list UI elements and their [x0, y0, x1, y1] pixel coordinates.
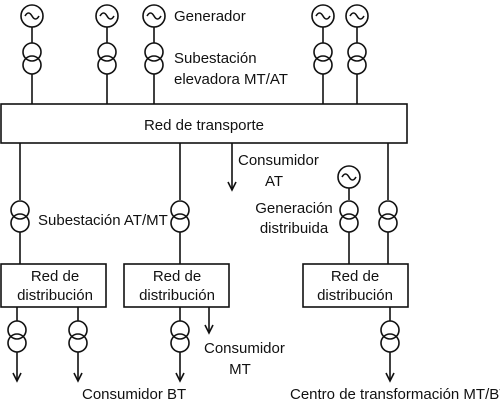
lv-consumer-label: Consumidor BT — [82, 386, 186, 403]
substation-transformer-3 — [339, 200, 359, 264]
transformer-icon — [144, 42, 164, 62]
generator-unit-1 — [20, 4, 44, 104]
sine-wave-icon — [146, 12, 162, 20]
arrow-down-icon — [227, 181, 237, 192]
substation-transformer-1 — [10, 200, 30, 264]
arrow-down-icon — [73, 372, 83, 383]
hv-consumer-label-2: AT — [265, 173, 283, 190]
mv-consumer-label-1: Consumidor — [204, 340, 285, 357]
distribution-network-label-1: Red de — [31, 268, 79, 285]
sine-wave-icon — [24, 12, 40, 20]
mv-consumer-label-2: MT — [229, 361, 251, 378]
transformer-icon — [313, 42, 333, 62]
transformer-icon — [10, 200, 30, 220]
distributed-generator — [337, 165, 361, 200]
transformation-center-label: Centro de transformación MT/BT — [290, 386, 500, 403]
transmission-network-box — [0, 103, 408, 144]
sine-wave-icon — [349, 12, 365, 20]
sine-wave-icon — [315, 12, 331, 20]
generator-unit-5 — [345, 4, 369, 104]
arrow-down-icon — [175, 372, 185, 383]
transformer-icon — [170, 320, 190, 340]
transformation-center-4 — [380, 307, 400, 383]
sine-wave-icon — [341, 173, 357, 181]
transformer-icon — [378, 200, 398, 220]
substation-hv-mv-label: Subestación AT/MT — [38, 212, 168, 229]
distribution-network-box-3 — [302, 263, 409, 308]
transformer-icon — [380, 320, 400, 340]
distributed-generation-label-1: Generación — [255, 200, 333, 217]
generator-unit-3 — [142, 4, 166, 104]
generator-unit-4 — [311, 4, 335, 104]
arrow-down-icon — [385, 372, 395, 383]
transformer-icon — [22, 42, 42, 62]
step-up-substation-label-2: elevadora MT/AT — [174, 71, 288, 88]
generator-label: Generador — [174, 8, 246, 25]
transformer-icon — [68, 320, 88, 340]
transformer-icon — [7, 320, 27, 340]
sine-wave-icon — [99, 12, 115, 20]
distribution-network-label-2: distribución — [139, 287, 215, 304]
substation-transformer-4 — [378, 200, 398, 264]
transformation-center-1 — [7, 307, 27, 383]
transmission-network-label: Red de transporte — [144, 117, 264, 134]
mv-consumer-feed — [204, 307, 214, 335]
distribution-network-label-1: Red de — [331, 268, 379, 285]
arrow-down-icon — [12, 372, 22, 383]
distributed-generation-label-2: distribuida — [260, 220, 329, 237]
step-up-substation-label-1: Subestación — [174, 50, 257, 67]
transformer-icon — [339, 200, 359, 220]
transformation-center-2 — [68, 307, 88, 383]
distribution-network-box-1 — [0, 263, 107, 308]
substation-transformer-2 — [170, 200, 190, 264]
distribution-network-box-2 — [123, 263, 230, 308]
arrow-down-icon — [204, 324, 214, 335]
transformer-icon — [347, 42, 367, 62]
distribution-network-label-2: distribución — [317, 287, 393, 304]
transformer-icon — [170, 200, 190, 220]
transformer-icon — [97, 42, 117, 62]
transformation-center-3 — [170, 307, 190, 383]
generator-unit-2 — [95, 4, 119, 104]
distribution-network-label-2: distribución — [17, 287, 93, 304]
distribution-network-label-1: Red de — [153, 268, 201, 285]
hv-consumer-label-1: Consumidor — [238, 152, 319, 169]
